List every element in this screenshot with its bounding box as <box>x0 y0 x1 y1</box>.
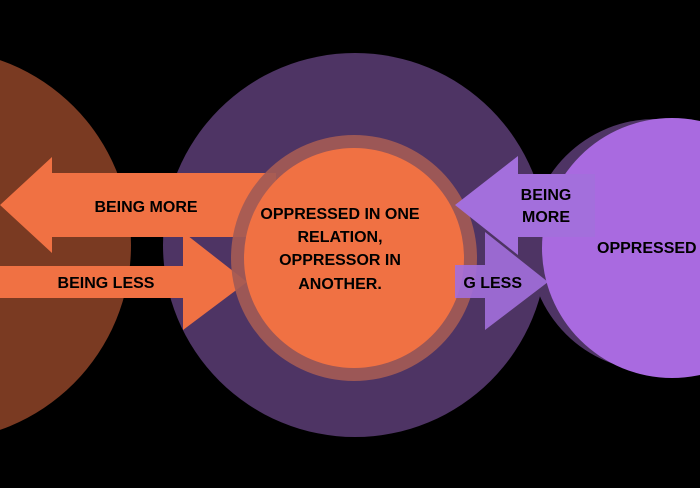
center-label-line-4: ANOTHER. <box>298 276 382 293</box>
center-circle <box>244 148 464 368</box>
center-label-line-2: RELATION, <box>297 229 382 246</box>
being-less-left-label: BEING LESS <box>58 275 155 292</box>
being-more-right-label-line-2: MORE <box>522 209 570 226</box>
being-more-left-arrow <box>0 157 276 253</box>
being-more-right-label-line-1: BEING <box>521 187 572 204</box>
being-more-left-label: BEING MORE <box>94 199 197 216</box>
left-circle <box>0 60 131 430</box>
being-less-right-label-fragment: G LESS <box>463 275 522 292</box>
being-less-right-arrow <box>0 232 247 330</box>
right-circle-label: OPPRESSED <box>597 240 697 257</box>
being-more-left-purple-arrow <box>455 156 595 255</box>
center-label-line-1: OPPRESSED IN ONE <box>260 206 419 223</box>
center-label-line-3: OPPRESSOR IN <box>279 252 401 269</box>
being-less-right-purple-arrow <box>455 232 548 330</box>
